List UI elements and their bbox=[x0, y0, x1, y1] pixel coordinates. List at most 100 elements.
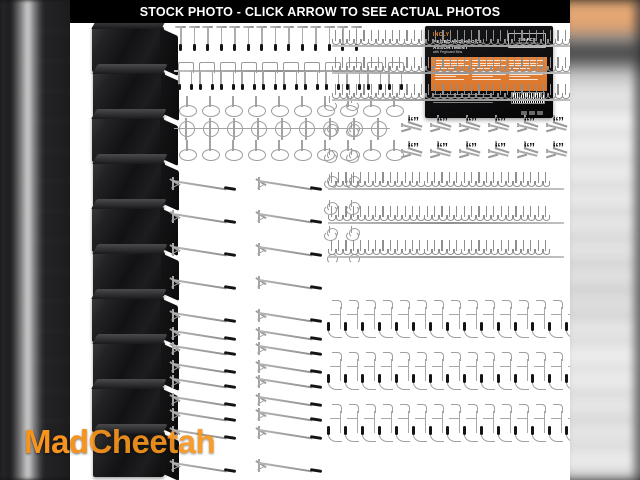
tiny-hook bbox=[497, 30, 506, 45]
j-hook-group bbox=[326, 300, 570, 340]
hook-row bbox=[169, 374, 237, 392]
tiny-hook bbox=[431, 172, 440, 187]
tiny-hook bbox=[411, 57, 419, 72]
hook-row bbox=[169, 242, 237, 260]
tiny-hook bbox=[505, 206, 514, 221]
dense-tiny-hook-block bbox=[332, 84, 570, 99]
hook-row bbox=[255, 359, 323, 377]
tiny-hook bbox=[468, 30, 477, 45]
tiny-hook bbox=[542, 172, 551, 187]
tiny-hook bbox=[365, 206, 373, 221]
tiny-hook bbox=[461, 84, 470, 99]
double-u-hook bbox=[239, 60, 259, 90]
tiny-hook bbox=[513, 172, 521, 187]
long-angled-hook bbox=[255, 425, 323, 443]
long-angled-hook-group-right bbox=[255, 176, 323, 440]
long-angled-hook-group-left bbox=[169, 176, 237, 440]
j-hook bbox=[547, 352, 564, 392]
z-bracket-hook bbox=[545, 138, 570, 158]
z-bracket-hook bbox=[400, 138, 426, 158]
long-angled-hook-group-left-lower bbox=[169, 326, 237, 480]
hook-row bbox=[255, 275, 323, 293]
tiny-hook bbox=[555, 57, 563, 72]
tiny-hook bbox=[468, 240, 477, 255]
tiny-hook bbox=[409, 206, 418, 221]
hook-rail bbox=[328, 222, 564, 224]
hook-row bbox=[169, 308, 237, 326]
tiny-hook bbox=[368, 57, 376, 72]
tiny-hook bbox=[512, 84, 520, 99]
j-hook bbox=[462, 352, 479, 392]
j-hook bbox=[360, 300, 377, 340]
long-angled-hook-group-right-lower bbox=[255, 326, 323, 480]
tiny-hook bbox=[535, 172, 543, 187]
j-hook bbox=[564, 352, 570, 392]
z-bracket-hook-group bbox=[400, 138, 570, 158]
long-angled-hook bbox=[169, 209, 237, 227]
tiny-hook bbox=[380, 206, 388, 221]
tiny-hook bbox=[353, 84, 362, 99]
tiny-hook bbox=[368, 30, 376, 45]
j-hook bbox=[462, 300, 479, 340]
long-angled-hook bbox=[169, 425, 237, 443]
j-hook bbox=[394, 352, 411, 392]
hook-row bbox=[169, 359, 237, 377]
tiny-hook bbox=[555, 84, 563, 99]
tiny-hook bbox=[440, 84, 448, 99]
long-angled-hook bbox=[255, 392, 323, 410]
j-hook-group bbox=[326, 352, 570, 392]
tiny-hook bbox=[504, 84, 513, 99]
long-angled-hook bbox=[255, 341, 323, 359]
hook-row bbox=[255, 242, 323, 260]
ring-hook bbox=[222, 96, 244, 122]
tiny-hook bbox=[540, 30, 549, 45]
hook-row bbox=[326, 352, 570, 392]
j-hook bbox=[428, 352, 445, 392]
tiny-hook bbox=[424, 206, 432, 221]
hook-row bbox=[255, 308, 323, 326]
tiny-hook bbox=[387, 172, 396, 187]
hook-rail bbox=[332, 45, 570, 47]
hook-row bbox=[326, 404, 570, 444]
tiny-hook bbox=[490, 172, 499, 187]
cross-ring-hook bbox=[198, 118, 222, 140]
hook-row bbox=[176, 96, 405, 122]
tiny-hook bbox=[533, 57, 542, 72]
z-bracket-hook bbox=[400, 112, 426, 132]
ring-hook bbox=[176, 96, 198, 122]
product-photo[interactable]: INCLY PEGBOARD HOOKS ASSORTMENT with Peg… bbox=[70, 0, 570, 480]
tiny-hook bbox=[394, 240, 403, 255]
tiny-hook bbox=[411, 30, 419, 45]
j-hook bbox=[360, 352, 377, 392]
tiny-hook bbox=[490, 240, 499, 255]
tiny-hook bbox=[542, 206, 551, 221]
tiny-hook bbox=[335, 172, 344, 187]
tiny-hook bbox=[380, 172, 388, 187]
watermark-part-one: Mad bbox=[24, 423, 89, 460]
storage-bin-stack bbox=[92, 26, 180, 480]
product-photo-content: INCLY PEGBOARD HOOKS ASSORTMENT with Peg… bbox=[70, 0, 570, 480]
backdrop-right-blur bbox=[560, 0, 640, 480]
tiny-hook bbox=[404, 30, 412, 45]
j-hook bbox=[496, 300, 513, 340]
straight-peg-hook bbox=[188, 26, 201, 52]
j-hook bbox=[513, 404, 530, 444]
tiny-hook bbox=[440, 57, 448, 72]
j-hook bbox=[547, 404, 564, 444]
tiny-hook bbox=[332, 30, 340, 45]
tiny-hook bbox=[446, 172, 455, 187]
long-angled-hook bbox=[255, 374, 323, 392]
straight-peg-hook bbox=[175, 26, 187, 52]
tiny-hook bbox=[569, 57, 570, 72]
tiny-hook bbox=[397, 30, 405, 45]
tiny-hook bbox=[461, 206, 469, 221]
cross-ring-hook bbox=[246, 118, 270, 140]
straight-peg-hook bbox=[323, 26, 336, 52]
tiny-hook bbox=[505, 240, 514, 255]
j-hook bbox=[513, 300, 530, 340]
long-angled-hook bbox=[169, 308, 237, 326]
tiny-hook bbox=[433, 84, 441, 99]
j-hook bbox=[428, 300, 445, 340]
s-curl-hook bbox=[322, 122, 340, 160]
j-hook bbox=[479, 300, 496, 340]
